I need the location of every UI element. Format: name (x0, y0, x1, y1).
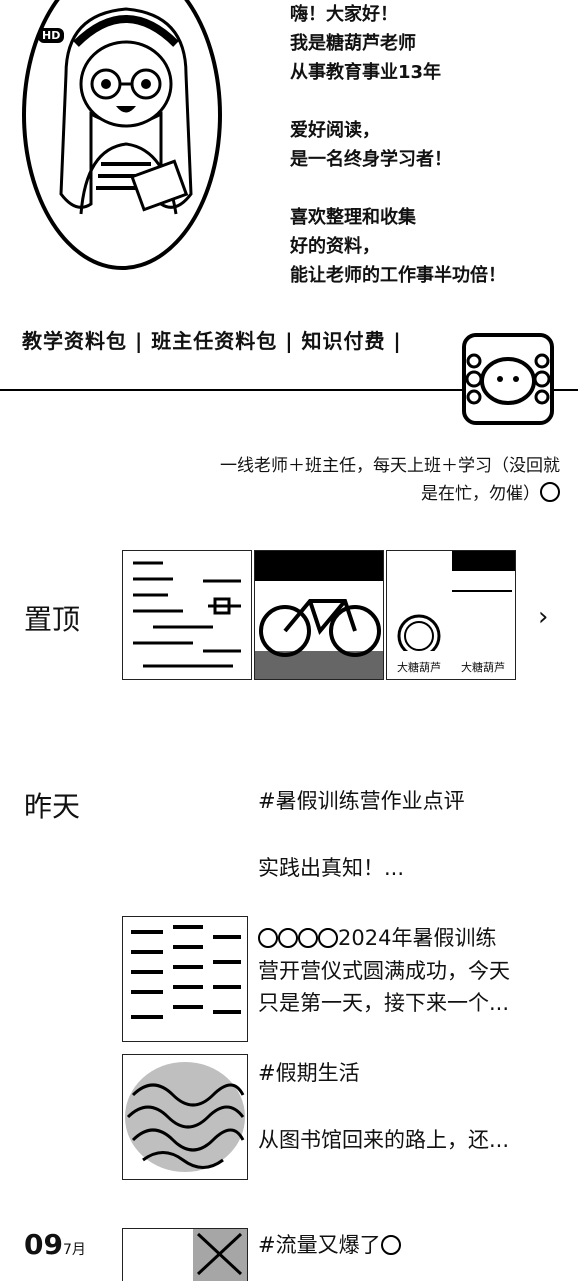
girl-cartoon-icon (59, 7, 193, 215)
post-text-body[interactable]: 实践出真知！... (258, 856, 405, 880)
intro-line: 好的资料， (290, 236, 380, 257)
firework-emoji-icon (318, 928, 338, 948)
intro-line: 我是糖葫芦老师 (290, 33, 416, 54)
intro-line: 能让老师的工作事半功倍！ (290, 265, 506, 286)
pinned-label: 置顶 (24, 603, 81, 636)
teacher-illustration (22, 0, 222, 270)
post-text-topic[interactable]: #假期生活 (258, 1061, 360, 1085)
document-screenshot-icon (133, 561, 241, 668)
intro-line: 是一名终身学习者！ (290, 149, 452, 170)
avatar[interactable] (462, 333, 554, 425)
bicycle-icon (255, 551, 383, 679)
firework-emoji-icon (278, 928, 298, 948)
pinned-thumbnail-2[interactable] (254, 550, 384, 680)
yesterday-label: 昨天 (24, 790, 81, 823)
date-day: 09 (24, 1228, 63, 1261)
coral-pattern-icon (125, 1062, 245, 1172)
post-text-body[interactable]: 从图书馆回来的路上，还... (258, 1128, 510, 1152)
date-month: 7月 (62, 1242, 86, 1258)
profile-bio: 一线老师＋班主任，每天上班＋学习（没回就 是在忙，勿催） (130, 452, 560, 508)
thumb-caption: 大糖葫芦 (397, 661, 441, 674)
intro-gap (290, 87, 560, 116)
post-thumbnail-4[interactable] (122, 1228, 248, 1281)
post-text-line[interactable]: 营开营仪式圆满成功，今天 (258, 959, 510, 983)
firework-emoji-icon (298, 928, 318, 948)
chevron-right-icon[interactable]: › (538, 602, 549, 632)
thumb-caption: 大糖葫芦 (461, 661, 505, 674)
intro-line: 嗨！大家好！ (290, 4, 398, 25)
smile-emoji-icon (380, 1235, 401, 1255)
bio-line: 一线老师＋班主任，每天上班＋学习（没回就 (220, 456, 560, 476)
tanghulu-avatar-icon (465, 353, 551, 405)
intro-gap (290, 174, 560, 203)
intro-text: 嗨！大家好！ 我是糖葫芦老师 从事教育事业13年 爱好阅读， 是一名终身学习者！… (290, 0, 560, 290)
divider (0, 389, 578, 391)
grin-emoji-icon (540, 482, 560, 502)
intro-line: 从事教育事业13年 (290, 62, 442, 83)
intro-line: 喜欢整理和收集 (290, 207, 416, 228)
tagline: 教学资料包 | 班主任资料包 | 知识付费 | (22, 329, 402, 353)
intro-line: 爱好阅读， (290, 120, 380, 141)
bio-line: 是在忙，勿催） (130, 480, 560, 508)
firework-emoji-icon (258, 928, 278, 948)
post-text-line[interactable]: 只是第一天，接下来一个... (258, 991, 510, 1015)
pinned-thumbnail-3[interactable]: 大糖葫芦 大糖葫芦 (386, 550, 516, 680)
post-thumbnail-2[interactable] (122, 916, 248, 1042)
image-preview-icon (193, 1229, 247, 1281)
post-text-topic[interactable]: #暑假训练营作业点评 (258, 789, 465, 813)
pinned-thumbnail-1[interactable] (122, 550, 252, 680)
hd-badge: HD (38, 28, 65, 43)
document-preview-icon (397, 551, 515, 658)
post-thumbnail-3[interactable] (122, 1054, 248, 1180)
date-label: 097月 (24, 1228, 86, 1261)
document-collage-icon (131, 925, 241, 1019)
post-text-topic[interactable]: #流量又爆了 (258, 1230, 401, 1261)
post-text-line[interactable]: 2024年暑假训练 (258, 923, 496, 954)
